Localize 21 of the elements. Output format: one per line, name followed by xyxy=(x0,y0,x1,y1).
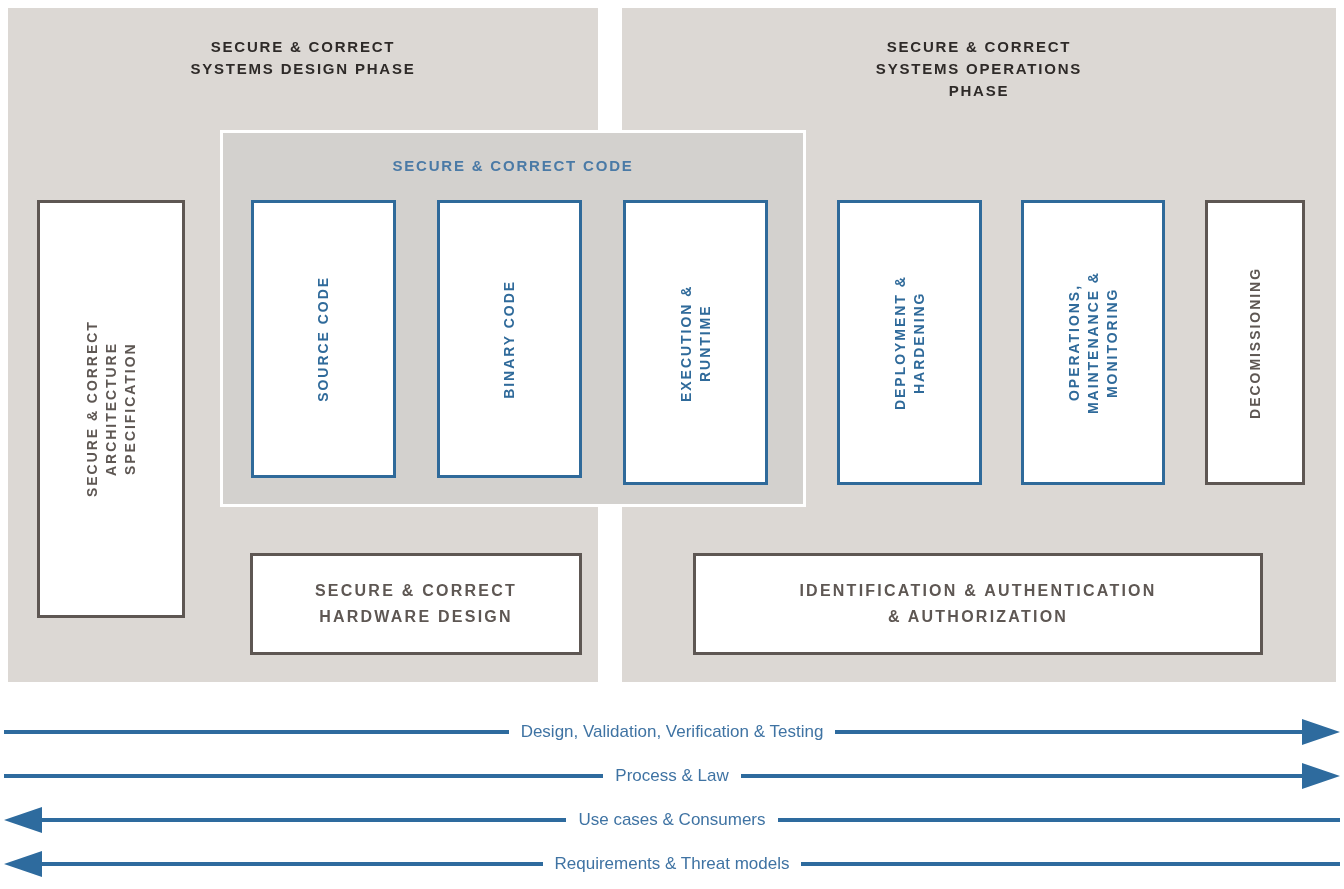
stage-label: OPERATIONS, MAINTENANCE & MONITORING xyxy=(1064,270,1121,416)
phase-title: SECURE & CORRECT SYSTEMS OPERATIONS PHASE xyxy=(874,37,1084,101)
stage-label: EXECUTION & RUNTIME xyxy=(676,282,714,404)
stage-label: SECURE & CORRECT ARCHITECTURE SPECIFICATION xyxy=(82,319,139,500)
stage-label: DEPLOYMENT & HARDENING xyxy=(890,274,928,412)
group-title: SECURE & CORRECT CODE xyxy=(392,156,634,176)
stage-box xyxy=(1205,200,1305,485)
stage-box xyxy=(251,200,396,478)
stage-box xyxy=(437,200,582,478)
stage-label: IDENTIFICATION & AUTHENTICATION & AUTHORIZATION xyxy=(798,581,1158,627)
stage-box xyxy=(37,200,185,618)
stage-label: BINARY CODE xyxy=(500,279,518,399)
stage-box xyxy=(837,200,982,485)
stage-box xyxy=(250,553,582,655)
stage-label: SOURCE CODE xyxy=(314,276,332,402)
stage-label: SECURE & CORRECT HARDWARE DESIGN xyxy=(313,581,519,627)
stage-box xyxy=(623,200,768,485)
stage-box xyxy=(1021,200,1165,485)
phase-title: SECURE & CORRECT SYSTEMS DESIGN PHASE xyxy=(189,37,417,79)
stage-label: DECOMISSIONING xyxy=(1245,266,1264,419)
stage-box xyxy=(693,553,1263,655)
